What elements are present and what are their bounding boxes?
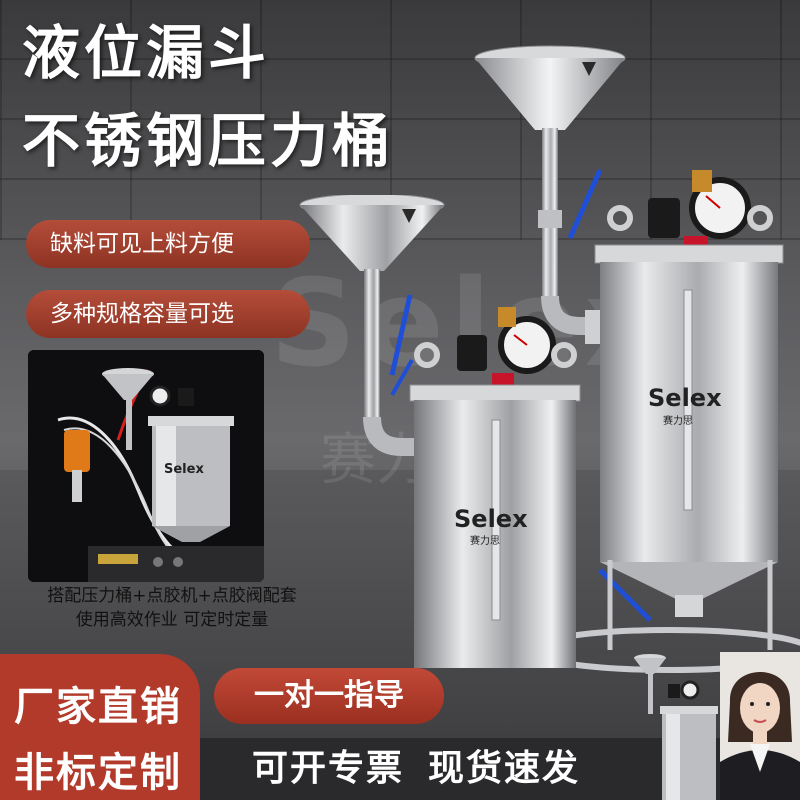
headline-line1: 液位漏斗	[22, 19, 271, 87]
dispensing-setup-illustration	[28, 350, 264, 582]
large-tank-logo: Selex	[648, 384, 722, 412]
badge-line2: 非标定制	[14, 750, 182, 796]
one-on-one-guidance-pill: 一对一指导	[214, 668, 444, 724]
badge-line1: 厂家直销	[14, 684, 182, 730]
factory-direct-badge: 厂家直销 非标定制	[0, 654, 200, 800]
mini-tank-image	[634, 654, 718, 800]
dispensing-setup-photo: Selex	[28, 350, 264, 582]
feature-tag-visible-level: 缺料可见上料方便	[26, 220, 310, 268]
small-tank-logo: Selex	[454, 505, 528, 533]
bottom-slogan: 可开专票现货速发	[252, 738, 580, 800]
small-pressure-tank-image	[299, 195, 581, 668]
headline-line2: 不锈钢压力桶	[22, 107, 395, 175]
large-pressure-tank-image	[474, 45, 800, 673]
slogan-invoice: 可开专票	[252, 748, 405, 789]
large-tank-logo-cn: 赛力思	[663, 416, 693, 427]
small-tank-logo-cn: 赛力思	[470, 536, 500, 547]
inset-caption-line2: 使用高效作业 可定时定量	[75, 610, 269, 630]
inset-caption: 搭配压力桶+点胶机+点胶阀配套 使用高效作业 可定时定量	[12, 584, 332, 632]
inset-caption-line1: 搭配压力桶+点胶机+点胶阀配套	[47, 586, 297, 606]
feature-tag-capacity-options: 多种规格容量可选	[26, 290, 310, 338]
inset-tank-logo: Selex	[164, 462, 204, 477]
customer-service-avatar	[720, 652, 800, 800]
slogan-in-stock: 现货速发	[428, 748, 581, 789]
